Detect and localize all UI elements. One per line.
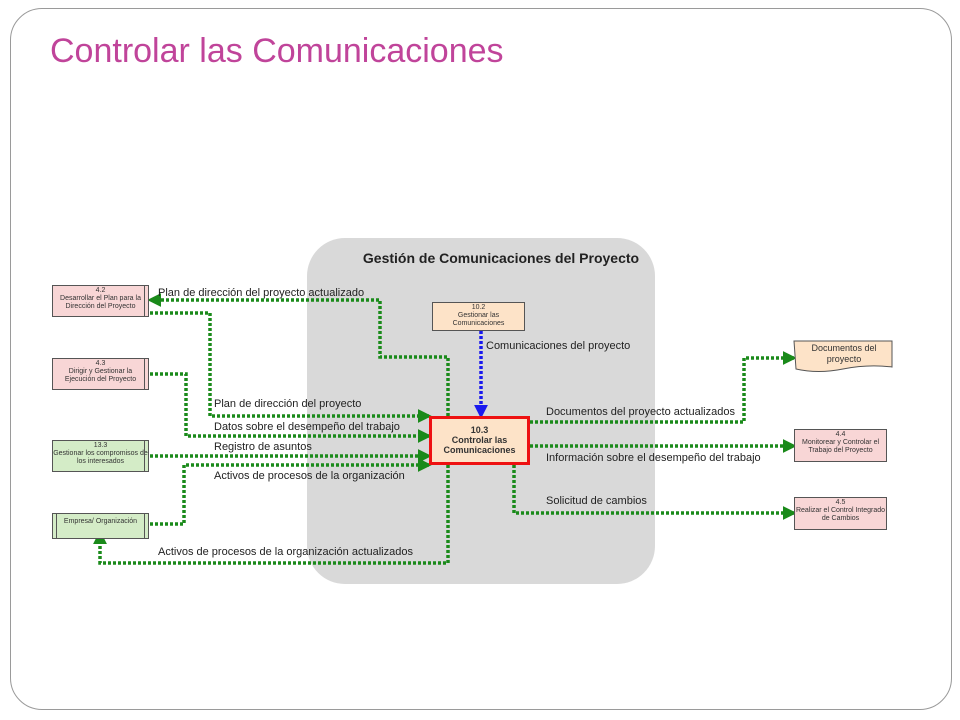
arrow-docs-actualizados <box>530 351 797 424</box>
knowledge-area-title: Gestión de Comunicaciones del Proyecto <box>362 250 640 266</box>
label-plan: Plan de dirección del proyecto <box>214 398 362 410</box>
process-13-3: 13.3 Gestionar los compromisos de los in… <box>52 440 149 472</box>
arrow-plan <box>150 311 432 423</box>
label-registro: Registro de asuntos <box>214 441 312 453</box>
label-comunicaciones: Comunicaciones del proyecto <box>486 340 631 352</box>
process-4-5: 4.5 Realizar el Control Integrado de Cam… <box>794 497 887 530</box>
process-4-4: 4.4 Monitorear y Controlar el Trabajo de… <box>794 429 887 462</box>
label-informacion: Información sobre el desempeño del traba… <box>546 452 761 464</box>
main-process-number: 10.3 <box>470 425 489 435</box>
main-process-name: Controlar las Comunicaciones <box>443 435 516 455</box>
process-10-2: 10.2 Gestionar las Comunicaciones <box>432 302 525 331</box>
documents-shape <box>793 340 893 372</box>
slide-title: Controlar las Comunicaciones <box>50 32 504 70</box>
label-docs-actualizados: Documentos del proyecto actualizados <box>546 406 735 418</box>
arrow-datos <box>150 372 432 443</box>
label-solicitud: Solicitud de cambios <box>546 495 647 507</box>
documentos-proyecto: Documentos del proyecto <box>811 343 877 364</box>
label-activos: Activos de procesos de la organización <box>214 470 405 482</box>
arrow-solicitud <box>512 465 797 520</box>
arrow-plan-actualizado <box>147 293 450 416</box>
arrow-activos-actualizados <box>93 465 450 565</box>
label-plan-actualizado: Plan de dirección del proyecto actualiza… <box>158 287 365 299</box>
arrow-activos <box>150 458 432 526</box>
label-activos-actualizados: Activos de procesos de la organización a… <box>158 546 413 558</box>
empresa-organizacion: Empresa/ Organización <box>52 513 149 539</box>
process-4-3: 4.3 Dirigir y Gestionar la Ejecución del… <box>52 358 149 390</box>
process-4-2: 4.2 Desarrollar el Plan para la Direcció… <box>52 285 149 317</box>
label-datos: Datos sobre el desempeño del trabajo <box>214 421 400 433</box>
process-10-3-main: 10.3 Controlar las Comunicaciones <box>429 416 530 465</box>
